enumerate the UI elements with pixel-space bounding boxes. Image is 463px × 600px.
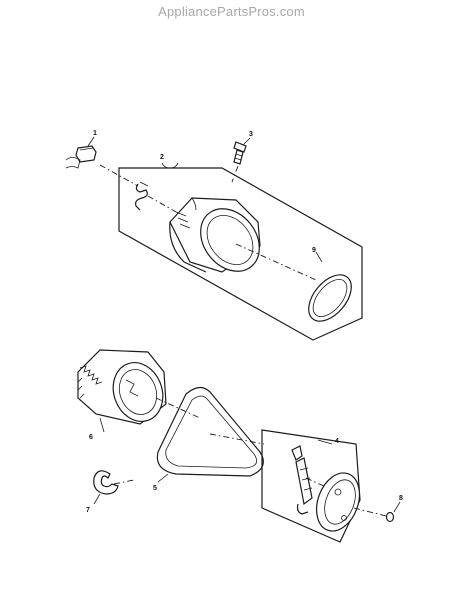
centerline-8: [353, 507, 387, 517]
part-3-screw: [233, 137, 251, 165]
centerline-3: [231, 165, 239, 183]
drum-housing: [169, 197, 261, 273]
centerline-7: [113, 479, 135, 485]
part-5-belt: [156, 386, 264, 483]
spring-clip: [135, 181, 149, 211]
callout-8: 8: [399, 495, 403, 502]
centerline-1: [99, 164, 139, 187]
callout-7: 7: [86, 507, 90, 514]
part-7-c-ring: [93, 470, 119, 505]
callout-6: 6: [89, 434, 93, 441]
bracket-lever: [291, 445, 313, 515]
centerline-clip: [147, 195, 177, 213]
callout-9: 9: [312, 247, 316, 254]
part-9-disc: [308, 251, 352, 322]
callout-2: 2: [160, 154, 164, 161]
callout-4: 4: [335, 438, 339, 445]
centerline-bracket: [305, 477, 325, 487]
callout-3: 3: [249, 131, 253, 138]
part-1-clip: [65, 136, 97, 169]
upper-assembly-outline: [118, 162, 363, 341]
round-housing: [315, 472, 361, 532]
part-8-pin: [385, 501, 401, 523]
callout-1: 1: [93, 130, 97, 137]
part-6-gear-drum: [77, 349, 167, 433]
callout-5: 5: [153, 485, 157, 492]
centerline-belt: [209, 433, 265, 445]
centerline-drum: [235, 243, 317, 281]
watermark: AppliancePartsPros.com: [158, 4, 305, 19]
